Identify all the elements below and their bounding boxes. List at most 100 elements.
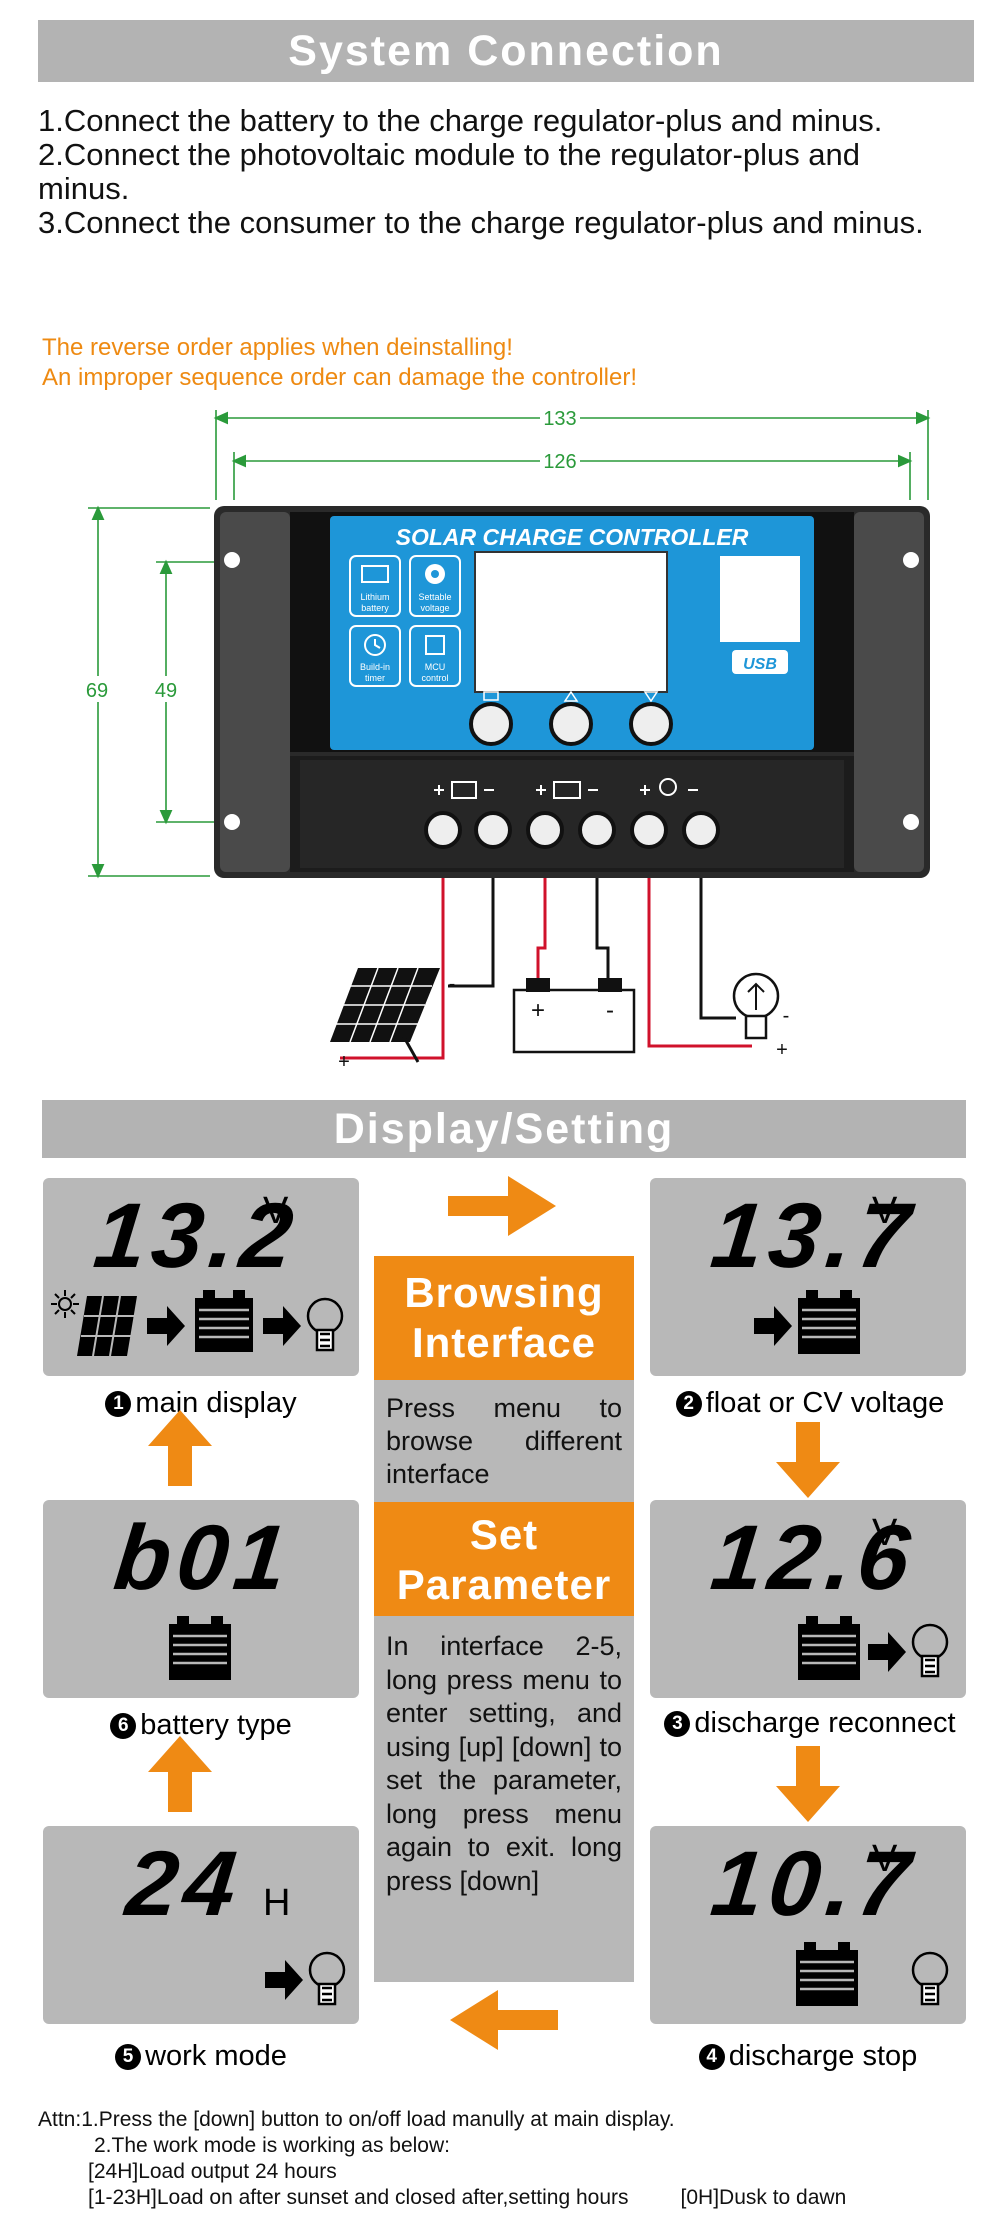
feature-label: battery	[361, 603, 389, 613]
feature-label: Build-in	[360, 662, 390, 672]
connection-steps: 1.Connect the battery to the charge regu…	[38, 104, 924, 240]
flow-to-load	[265, 1951, 346, 2006]
set-parameter-text: In interface 2-5, long press menu to ent…	[374, 1616, 634, 1982]
feature-label: Settable	[418, 592, 451, 602]
usb-port-area	[720, 556, 800, 642]
screen-main-display: 13.2 V	[43, 1178, 359, 1376]
caption-text: float or CV voltage	[705, 1387, 945, 1419]
battery	[512, 978, 636, 1054]
flow-battery-to-load	[798, 1616, 949, 1680]
arrow-right-icon	[868, 1632, 906, 1672]
solar-plus: +	[338, 1051, 350, 1073]
solar-charge-controller: USB Lithium battery Settable voltage Bui…	[214, 506, 930, 878]
feature-timer: Build-in timer	[349, 625, 401, 687]
lcd-unit: V	[872, 1512, 898, 1554]
step-badge: 1	[105, 1391, 132, 1417]
attn-mode-text: [0H]Dusk to dawn	[680, 2186, 847, 2209]
screen-float-voltage: 13.7 V	[650, 1178, 966, 1376]
title-line: Parameter	[396, 1561, 612, 1608]
browsing-interface-title: Browsing Interface	[374, 1256, 634, 1380]
bulb-plus: +	[776, 1039, 788, 1061]
caption-text: discharge stop	[728, 2040, 918, 2072]
arrow-right-icon	[754, 1306, 792, 1346]
menu-button[interactable]	[469, 702, 513, 746]
screen-battery-type: b01	[43, 1500, 359, 1698]
lcd-unit: H	[263, 1882, 291, 1924]
screen-work-mode: 24 H	[43, 1826, 359, 2024]
caption-text: discharge reconnect	[694, 1707, 956, 1739]
title-line: Set	[469, 1511, 539, 1558]
solar-panel-icon	[77, 1296, 137, 1356]
arrow-right-icon	[448, 1176, 556, 1236]
battery-icon	[553, 781, 581, 799]
feature-voltage: Settable voltage	[409, 555, 461, 617]
bulb-icon	[306, 1297, 344, 1352]
usb-label: USB	[743, 656, 777, 673]
dimension-outer-height: 69	[86, 680, 108, 702]
battery-minus: -	[606, 997, 614, 1024]
battery-icon	[798, 1290, 860, 1354]
attn-line: Attn:1.Press the [down] button to on/off…	[38, 2108, 675, 2131]
lcd-unit: V	[872, 1838, 898, 1880]
screen-discharge-reconnect: 12.6 V	[650, 1500, 966, 1698]
caption-text: main display	[135, 1387, 297, 1419]
lcd-screen	[474, 551, 668, 693]
mounting-hole	[224, 552, 240, 568]
step-line: 2.Connect the photovoltaic module to the…	[38, 137, 861, 172]
bulb-icon	[659, 778, 677, 796]
bulb-icon	[911, 1951, 949, 2006]
battery-icon	[169, 1616, 231, 1680]
arrow-up-icon	[148, 1736, 212, 1812]
mounting-hole	[224, 814, 240, 830]
dimension-inner-width: 126	[543, 451, 576, 473]
attn-mode-text: [1-23H]Load on after sunset and closed a…	[88, 2186, 629, 2209]
battery-only	[169, 1616, 231, 1680]
attn-line: 2.The work mode is working as below:	[94, 2134, 450, 2157]
feature-mcu: MCU control	[409, 625, 461, 687]
warning-text: The reverse order applies when deinstall…	[42, 333, 637, 393]
caption-text: battery type	[140, 1709, 292, 1741]
warning-line: The reverse order applies when deinstall…	[42, 334, 513, 361]
arrow-down-icon	[776, 1746, 840, 1822]
up-button[interactable]	[549, 702, 593, 746]
battery-plus: +	[531, 997, 545, 1024]
step-line: 1.Connect the battery to the charge regu…	[38, 103, 883, 138]
attention-notes: Attn:1.Press the [down] button to on/off…	[38, 2107, 846, 2211]
battery-icon	[798, 1616, 860, 1680]
feature-label: voltage	[420, 603, 449, 613]
battery-and-load	[796, 1942, 949, 2006]
solar-panel	[330, 967, 440, 1063]
arrow-right-icon	[147, 1306, 185, 1346]
light-bulb	[732, 972, 780, 1040]
down-button[interactable]	[629, 702, 673, 746]
arrow-right-icon	[263, 1306, 301, 1346]
solar-panel-icon	[451, 781, 477, 799]
step-badge: 6	[110, 1713, 137, 1739]
chip-icon	[425, 635, 445, 655]
dimension-inner-height: 49	[155, 680, 177, 702]
mounting-hole	[903, 552, 919, 568]
wiring	[340, 878, 752, 1060]
flow-to-battery	[754, 1290, 860, 1354]
title-line: Interface	[411, 1319, 597, 1366]
mounting-hole	[903, 814, 919, 830]
bulb-minus: -	[783, 1005, 790, 1027]
battery-icon	[796, 1942, 858, 2006]
front-buttons	[469, 690, 673, 746]
feature-label: timer	[365, 673, 385, 683]
step-line: minus.	[38, 171, 130, 206]
arrow-right-icon	[265, 1960, 303, 2000]
feature-battery: Lithium battery	[349, 555, 401, 617]
browsing-interface-text: Press menu to browse different interface	[374, 1380, 634, 1502]
terminal-screws	[424, 811, 720, 849]
battery-icon	[195, 1290, 253, 1352]
step-badge: 2	[675, 1391, 702, 1417]
solar-minus: -	[449, 973, 456, 995]
attn-line: [24H]Load output 24 hours	[88, 2160, 337, 2183]
